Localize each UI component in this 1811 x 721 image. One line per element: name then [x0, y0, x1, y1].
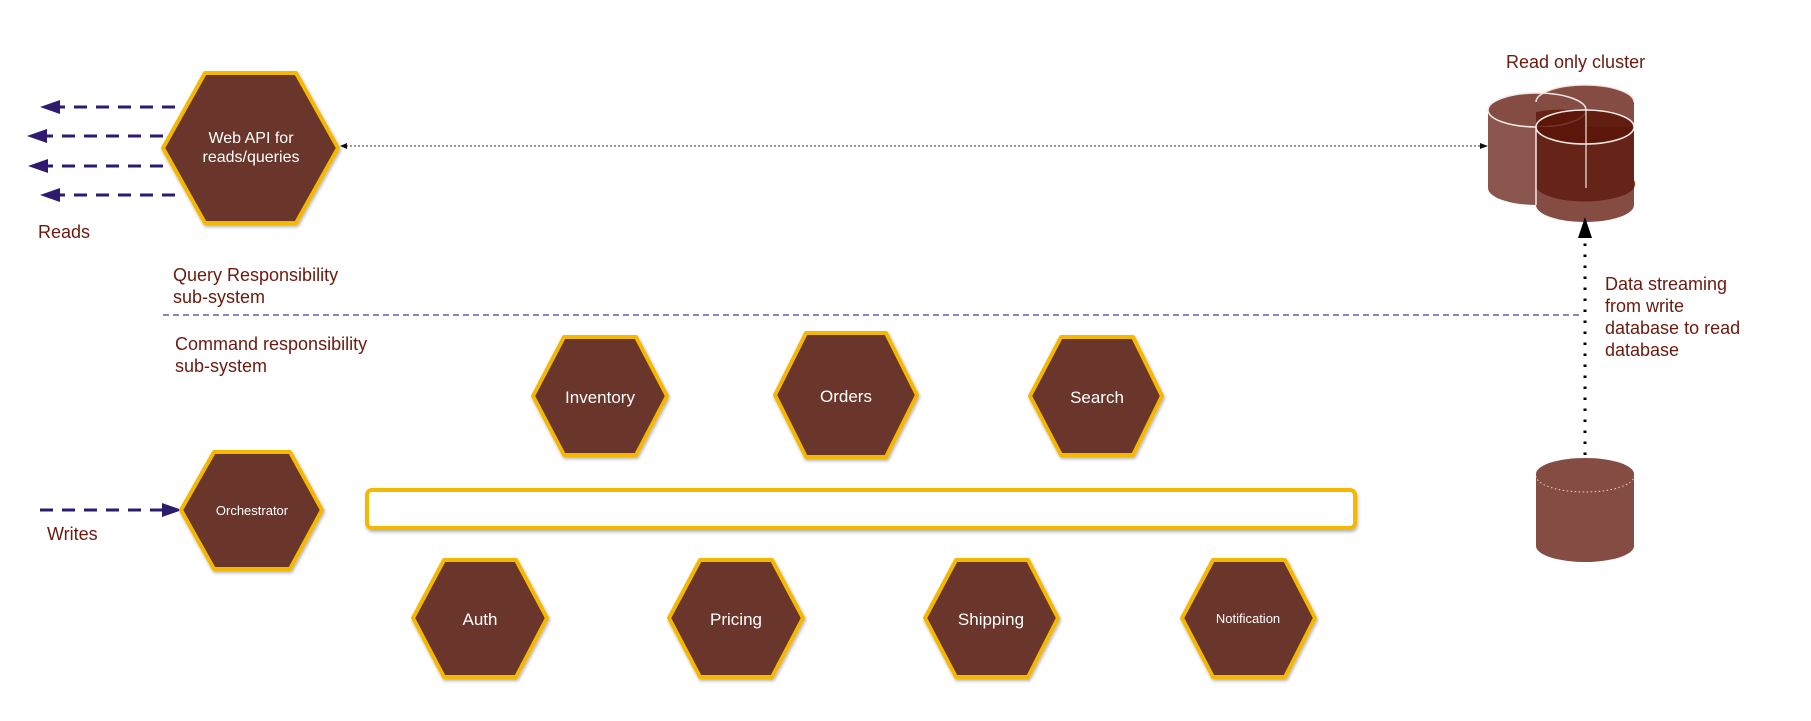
web-api-label-line2: reads/queries — [203, 149, 300, 166]
arrowhead-left-icon — [340, 143, 347, 149]
write-arrow — [40, 503, 182, 517]
streaming-label-line4: database — [1605, 340, 1679, 360]
streaming-arrow — [1578, 217, 1592, 455]
hexagon-shape — [1180, 558, 1317, 679]
hexagon-shape — [1028, 335, 1164, 457]
reads-label: Reads — [38, 222, 90, 242]
service-search[interactable]: Search — [1028, 335, 1164, 457]
service-label: Search — [1070, 388, 1124, 407]
read-arrow — [27, 129, 163, 143]
hexagon-shape — [923, 558, 1060, 679]
read-arrows — [27, 100, 175, 202]
query-data-link — [340, 143, 1488, 149]
service-notification[interactable]: Notification — [1180, 558, 1317, 679]
arrowhead-up-icon — [1578, 217, 1592, 238]
orchestrator-label: Orchestrator — [216, 503, 289, 518]
service-pricing[interactable]: Pricing — [667, 558, 805, 679]
message-bus[interactable] — [365, 488, 1357, 530]
service-auth[interactable]: Auth — [411, 558, 549, 679]
read-cluster-label: Read only cluster — [1506, 52, 1645, 72]
query-subsystem-label-line1: Query Responsibility — [173, 265, 338, 285]
streaming-label-line1: Data streaming — [1605, 274, 1727, 294]
read-arrow — [40, 100, 175, 114]
hexagon-shape — [773, 331, 919, 459]
database-icon — [1535, 84, 1636, 222]
command-subsystem-label-line1: Command responsibility — [175, 334, 367, 354]
read-arrow — [40, 188, 175, 202]
read-only-cluster-icon[interactable] — [1487, 84, 1636, 222]
web-api-node[interactable]: Web API for reads/queries — [161, 71, 340, 225]
service-label: Orders — [820, 387, 872, 406]
writes-label: Writes — [47, 524, 98, 544]
orchestrator-node[interactable]: Orchestrator — [179, 450, 324, 571]
hexagon-shape — [667, 558, 805, 679]
hexagon-shape — [179, 450, 324, 571]
hexagon-shape — [411, 558, 549, 679]
service-orders[interactable]: Orders — [773, 331, 919, 459]
hexagon-shape — [531, 335, 669, 457]
service-label: Pricing — [710, 610, 762, 629]
query-subsystem-label-line2: sub-system — [173, 287, 265, 307]
web-api-label-line1: Web API for — [208, 130, 294, 147]
service-label: Auth — [463, 610, 498, 629]
service-inventory[interactable]: Inventory — [531, 335, 669, 457]
service-label: Inventory — [565, 388, 635, 407]
service-label: Notification — [1216, 611, 1280, 626]
streaming-label-line2: from write — [1605, 296, 1684, 316]
hexagon-shape — [161, 71, 340, 225]
service-shipping[interactable]: Shipping — [923, 558, 1060, 679]
command-subsystem-label-line2: sub-system — [175, 356, 267, 376]
read-arrow — [28, 159, 163, 173]
streaming-label-line3: database to read — [1605, 318, 1740, 338]
service-label: Shipping — [958, 610, 1024, 629]
write-database-icon[interactable] — [1535, 458, 1635, 562]
arrowhead-right-icon — [1480, 143, 1488, 149]
